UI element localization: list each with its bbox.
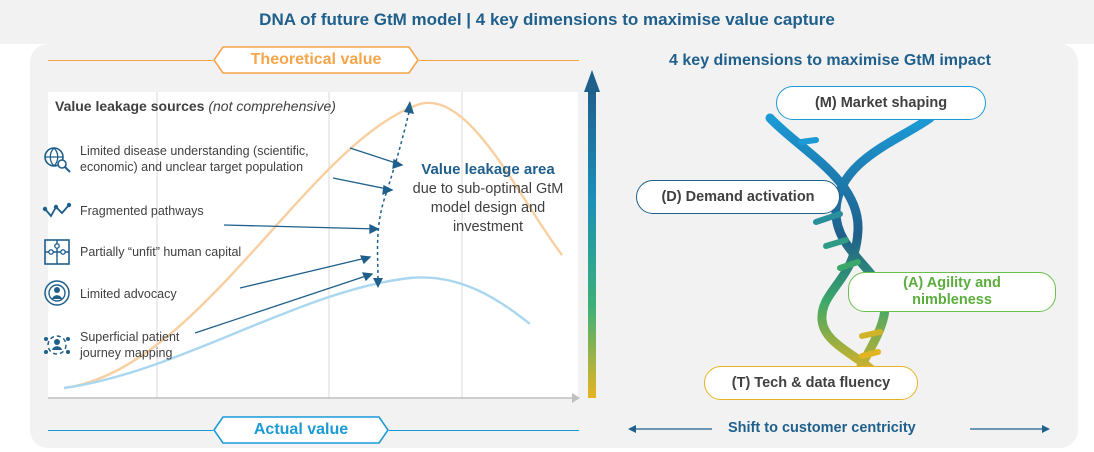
chart-plot-area (48, 92, 578, 398)
shift-arrowhead-left (628, 425, 636, 433)
source-item: Superficial patient journey mapping (42, 329, 220, 361)
dimensions-title: 4 key dimensions to maximise GtM impact (669, 52, 991, 69)
page-title: DNA of future GtM model | 4 key dimensio… (259, 10, 835, 29)
actual-value-tag: Actual value (213, 416, 389, 444)
theoretical-value-curve (63, 101, 563, 390)
dna-strand (831, 113, 935, 387)
dimension-label: (M) Market shaping (814, 94, 948, 111)
leakage-sources-note: (not comprehensive) (208, 98, 336, 114)
actual-value-label: Actual value (253, 421, 349, 438)
leakage-area-desc: due to sub-optimal GtM model design and … (412, 181, 564, 235)
source-item: Fragmented pathways (42, 196, 204, 226)
pathway-icon (42, 202, 72, 218)
actual-value-curve (63, 276, 531, 390)
leakage-sources-heading: Value leakage sources (not comprehensive… (55, 98, 336, 114)
leakage-area-callout: Value leakage area due to sub-optimal Gt… (408, 160, 568, 237)
leakage-sources-title: Value leakage sources (55, 98, 205, 114)
theoretical-value-label: Theoretical value (250, 51, 382, 68)
source-item: Partially “unfit” human capital (42, 237, 241, 267)
leakage-area-title: Value leakage area (421, 161, 555, 178)
leakage-arrow-tail (373, 278, 383, 288)
source-text: Limited disease understanding (scientifi… (80, 144, 309, 174)
dimension-label: (D) Demand activation (661, 188, 815, 205)
dimension-demand-activation: (D) Demand activation (636, 180, 840, 214)
x-axis-arrow (572, 393, 580, 403)
dna-base-pairs (798, 137, 883, 359)
source-text: Superficial patient journey mapping (80, 330, 180, 360)
value-scale-arrow (584, 70, 600, 92)
shift-label: Shift to customer centricity (728, 420, 916, 436)
dimension-agility: (A) Agility and nimbleness (848, 272, 1056, 312)
dna-strand (765, 113, 885, 383)
source-item: Limited advocacy (42, 279, 177, 309)
shift-arrowhead-right (1042, 425, 1050, 433)
source-item: Limited disease understanding (scientifi… (42, 143, 350, 175)
value-scale-bar (588, 88, 596, 398)
patient-journey-icon (44, 335, 70, 355)
globe-magnifier-icon (44, 147, 71, 173)
theoretical-value-tag: Theoretical value (213, 46, 419, 74)
actual-rule-left (48, 430, 213, 431)
source-text: Fragmented pathways (80, 204, 204, 218)
leakage-dashed-arrow (376, 111, 410, 281)
source-text: Partially “unfit” human capital (80, 245, 242, 259)
source-text: Limited advocacy (80, 287, 177, 301)
dimension-tech-data: (T) Tech & data fluency (704, 366, 918, 400)
actual-rule-right (389, 430, 579, 431)
advocacy-icon (44, 280, 70, 306)
theoretical-rule-left (48, 60, 213, 61)
puzzle-icon (44, 239, 70, 265)
title-band (0, 0, 1094, 44)
dimension-market-shaping: (M) Market shaping (776, 86, 986, 120)
theoretical-rule-right (419, 60, 579, 61)
source-pointer-arrows (194, 147, 404, 334)
dimension-label: (A) Agility and nimbleness (903, 275, 1001, 308)
leakage-arrow-head (404, 101, 414, 114)
dimension-label: (T) Tech & data fluency (731, 374, 891, 391)
